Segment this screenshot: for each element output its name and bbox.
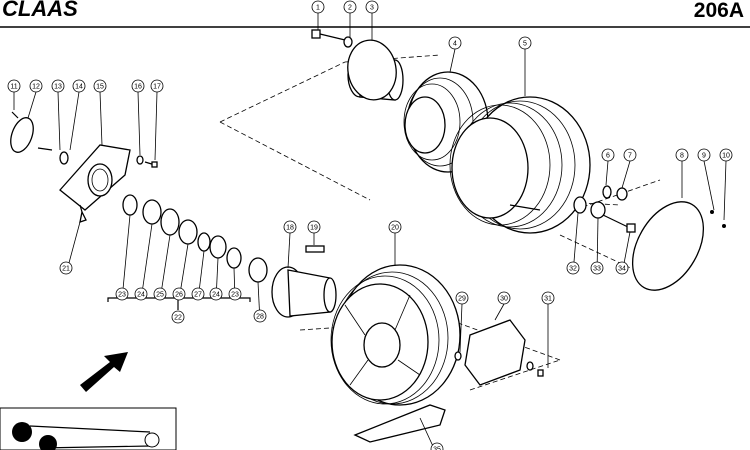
callout-label: 25	[156, 292, 164, 299]
callout-label: 19	[310, 225, 318, 232]
callout-label: 30	[500, 296, 508, 303]
callout-2: 2	[343, 0, 357, 38]
callout-24: 24	[134, 223, 153, 301]
callout-label: 18	[286, 225, 294, 232]
pulley-20-part	[330, 264, 461, 406]
callout-5: 5	[518, 36, 532, 96]
lower-hub-18-part	[271, 266, 337, 318]
callout-label: 13	[54, 84, 62, 91]
callout-label: 26	[175, 292, 183, 299]
callout-30: 30	[494, 291, 511, 321]
small-screws-16-17	[136, 155, 158, 168]
callout-label: 20	[391, 225, 399, 232]
callout-label: 17	[153, 84, 161, 91]
callout-22: 22	[171, 310, 185, 324]
callout-26: 26	[172, 243, 189, 301]
callout-label: 24	[137, 292, 145, 299]
cover-plate-8-part	[631, 201, 726, 291]
callout-31: 31	[541, 291, 555, 368]
callout-21: 21	[59, 221, 81, 275]
callout-label: 6	[606, 153, 610, 160]
callout-18: 18	[283, 220, 297, 269]
bearing-stack-parts	[122, 194, 268, 283]
claas-logo-text: CLAAS	[2, 0, 78, 21]
callout-10: 10	[719, 148, 733, 221]
left-cover-12-part	[10, 111, 69, 165]
callout-label: 3	[370, 5, 374, 12]
scraper-35-part	[353, 404, 446, 443]
belt-drive-thumbnail-icon	[0, 407, 177, 450]
callout-7: 7	[621, 148, 637, 189]
callout-14: 14	[69, 79, 86, 151]
arrow-icon	[80, 352, 128, 392]
callout-9: 9	[697, 148, 715, 211]
callout-6: 6	[601, 148, 615, 186]
right-hardware-parts	[573, 185, 636, 233]
callout-19: 19	[307, 220, 321, 245]
callout-label: 12	[32, 84, 40, 91]
callout-1: 1	[311, 0, 325, 30]
callout-16: 16	[131, 79, 145, 156]
callout-group-6: 23	[228, 267, 242, 301]
callout-label: 24	[212, 292, 220, 299]
callout-3: 3	[365, 0, 379, 40]
bearing-housing-15-part	[59, 144, 131, 213]
callout-23: 23	[115, 214, 131, 301]
callout-label: 28	[256, 314, 264, 321]
callout-label: 35	[433, 447, 441, 450]
callout-label: 9	[702, 153, 706, 160]
callout-29: 29	[455, 291, 469, 353]
pulley-5-part	[449, 96, 591, 234]
callout-28: 28	[253, 281, 267, 323]
callout-label: 29	[458, 296, 466, 303]
callout-4: 4	[448, 36, 462, 73]
callout-20: 20	[388, 220, 402, 266]
small-bolt-21	[79, 210, 87, 223]
callout-8: 8	[675, 148, 689, 198]
callout-label: 2	[348, 5, 352, 12]
callout-label: 15	[96, 84, 104, 91]
callout-15: 15	[93, 79, 107, 146]
callout-label: 11	[10, 84, 17, 91]
callout-label: 33	[593, 266, 601, 273]
callout-label: 23	[231, 292, 239, 299]
callout-13: 13	[51, 79, 65, 151]
callout-label: 10	[722, 153, 730, 160]
callout-label: 22	[174, 315, 182, 322]
alignment-lines-upper	[219, 54, 441, 201]
callout-label: 23	[118, 292, 126, 299]
callout-34: 34	[615, 231, 631, 275]
callout-label: 34	[618, 266, 626, 273]
page-code: 206A	[694, 0, 744, 22]
callout-label: 1	[316, 5, 320, 12]
key-19-part	[305, 245, 325, 253]
callout-label: 8	[680, 153, 684, 160]
callout-33: 33	[590, 217, 604, 275]
callout-32: 32	[566, 212, 580, 275]
callout-label: 27	[194, 292, 202, 299]
callout-25: 25	[153, 234, 171, 301]
upper-hub-part	[347, 39, 404, 101]
callout-label: 16	[134, 84, 142, 91]
callout-label: 7	[628, 153, 632, 160]
bracket-30-part	[454, 319, 544, 386]
callout-17: 17	[150, 79, 164, 161]
callout-label: 31	[544, 296, 552, 303]
callout-12: 12	[27, 79, 43, 119]
callout-27: 27	[191, 250, 205, 301]
callout-35: 35	[419, 417, 444, 450]
callout-label: 32	[569, 266, 577, 273]
callout-11: 11	[7, 79, 21, 110]
callout-label: 5	[523, 41, 527, 48]
callout-label: 14	[75, 84, 83, 91]
upper-bolt-part	[311, 29, 353, 48]
callout-label: 4	[453, 41, 457, 48]
callout-label: 21	[62, 266, 70, 273]
callout-group-5: 24	[209, 257, 223, 301]
